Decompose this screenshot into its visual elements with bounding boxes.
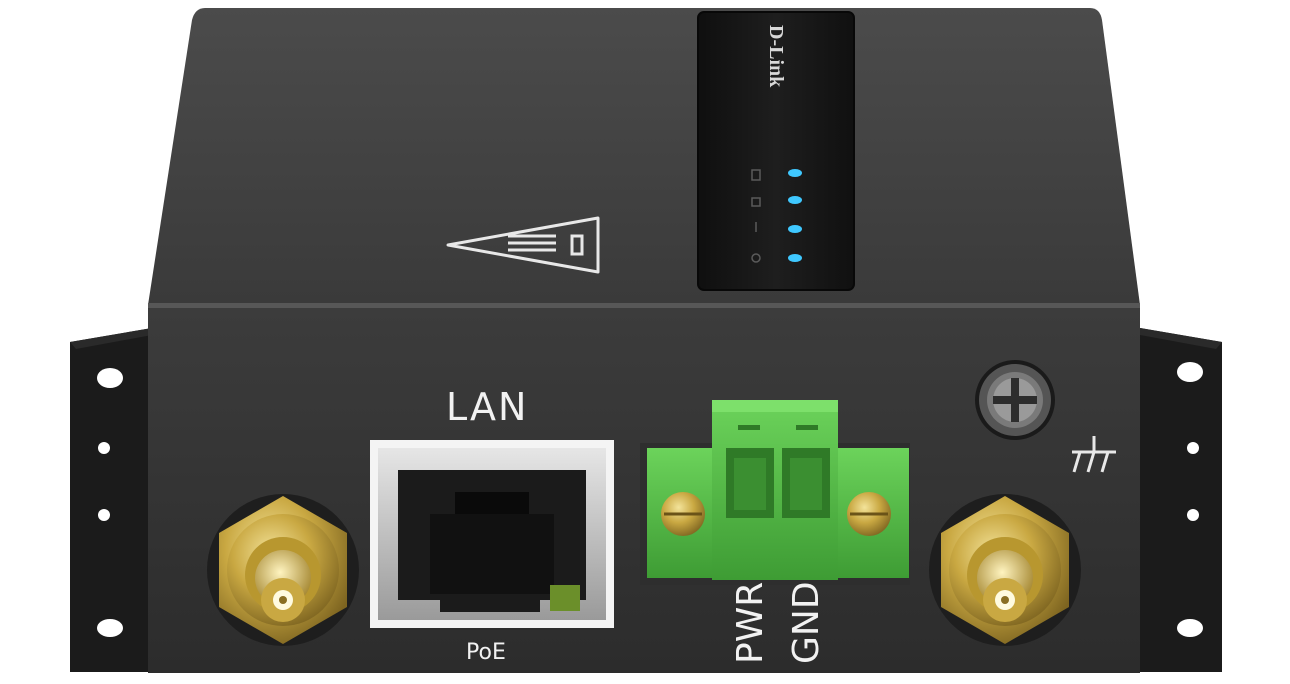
led-wan [788, 225, 802, 233]
power-terminal-block[interactable] [640, 400, 910, 585]
led-signal [788, 196, 802, 204]
power-indicator-icon [751, 169, 761, 181]
lan-port-link-led [550, 585, 580, 611]
led-power [788, 169, 802, 177]
led-bezel: D-Link [697, 11, 855, 291]
hot-surface-warning-icon [446, 216, 600, 274]
mounting-bracket-left [70, 328, 152, 672]
led-status [788, 254, 802, 262]
pwr-label: PWR [730, 582, 771, 664]
mounting-bracket-right [1140, 328, 1222, 672]
antenna-connector-right[interactable] [929, 494, 1081, 646]
chassis-top [148, 8, 1140, 305]
lan-port[interactable] [370, 440, 614, 628]
poe-label: PoE [466, 640, 506, 665]
ground-symbol-icon [1072, 436, 1116, 473]
status-indicator-icon [751, 253, 761, 263]
signal-indicator-icon [751, 197, 761, 207]
antenna-connector-left[interactable] [207, 494, 359, 646]
gnd-label: GND [786, 581, 827, 664]
ground-screw[interactable] [975, 360, 1055, 440]
brand-logo: D-Link [765, 25, 787, 88]
lan-label: LAN [446, 385, 528, 429]
